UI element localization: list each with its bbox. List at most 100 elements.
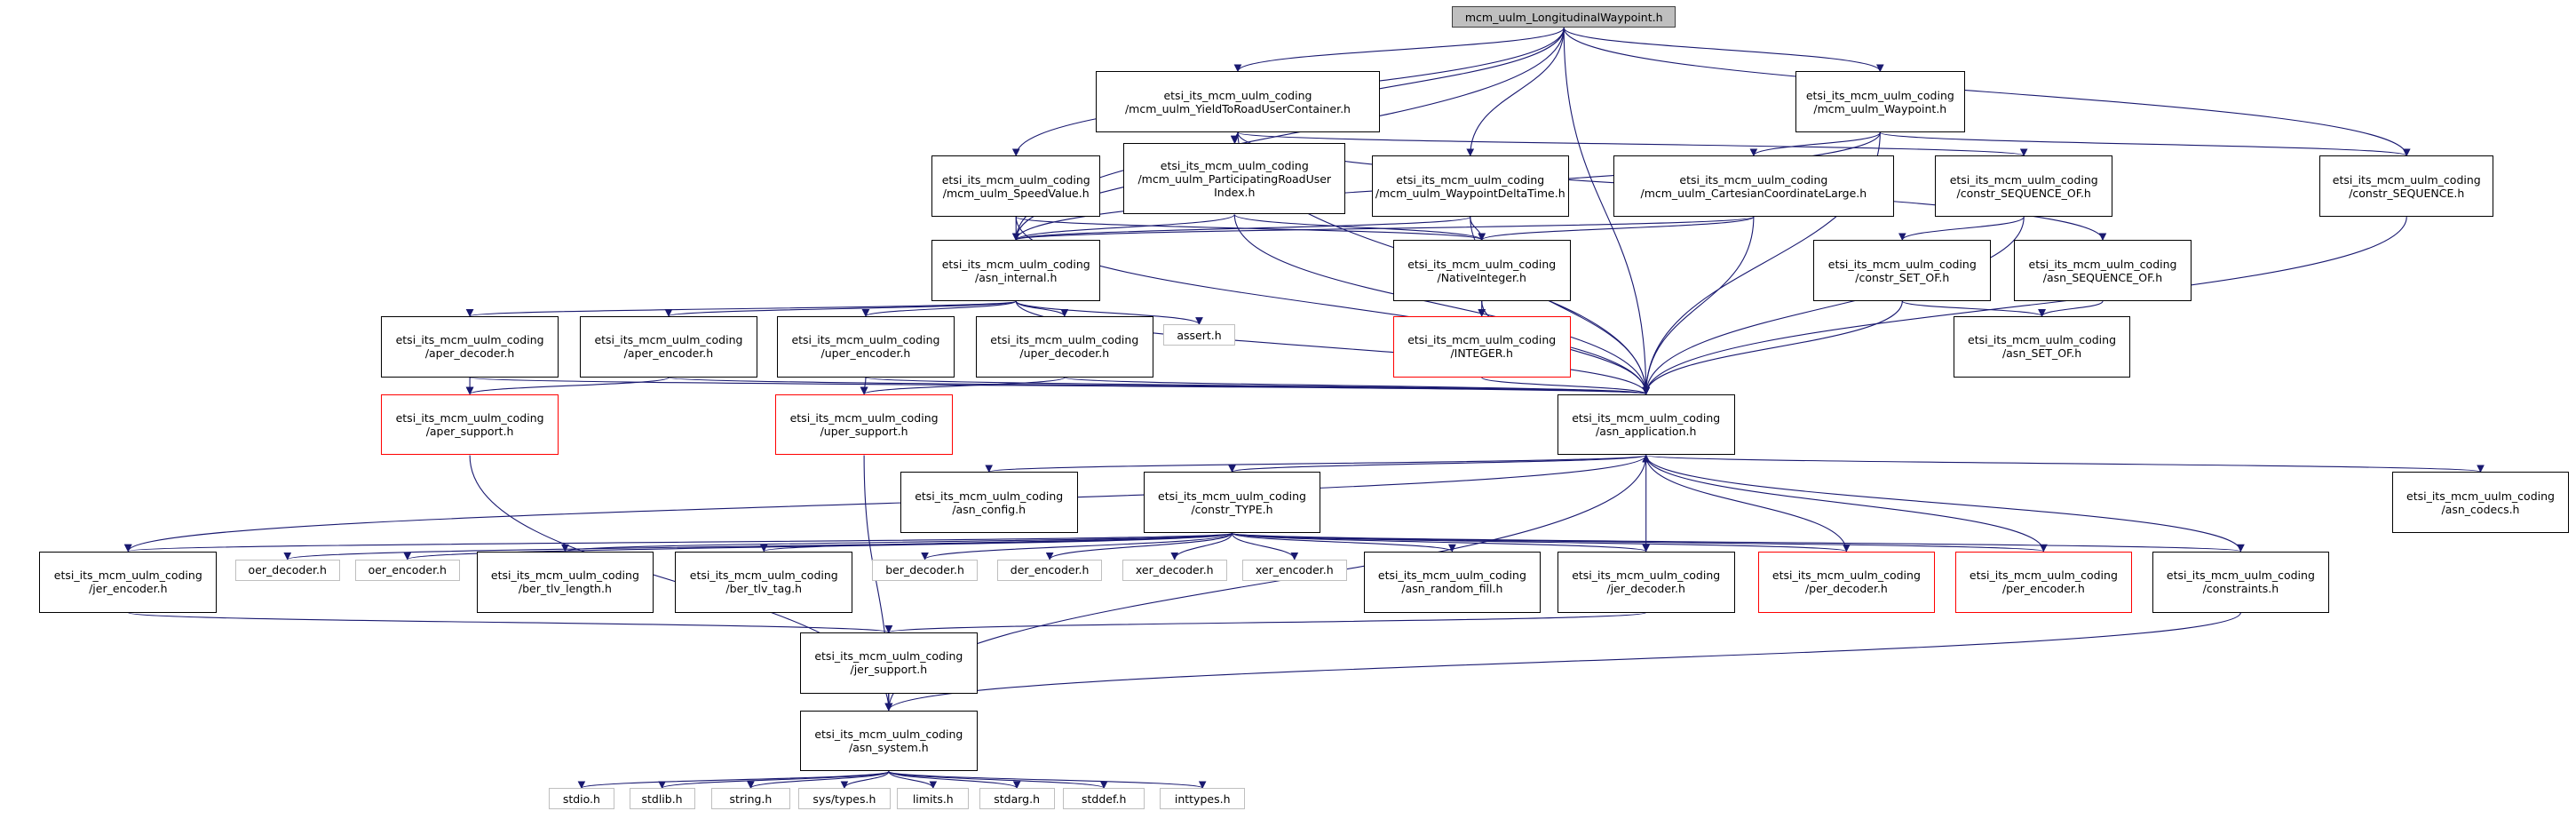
node-label-line: assert.h — [1177, 328, 1222, 342]
node-root[interactable]: mcm_uulm_LongitudinalWaypoint.h — [1452, 6, 1676, 28]
node-label-line: etsi_its_mcm_uulm_coding — [814, 727, 963, 741]
edge-jerdec-to-jersup — [885, 612, 1647, 633]
node-apsup[interactable]: etsi_its_mcm_uulm_coding/aper_support.h — [381, 394, 559, 456]
node-label-line: /constraints.h — [2202, 582, 2279, 596]
node-label-line: /constr_SEQUENCE_OF.h — [1956, 186, 2091, 200]
node-seq[interactable]: etsi_its_mcm_uulm_coding/constr_SEQUENCE… — [2319, 155, 2494, 218]
node-label-line: mcm_uulm_LongitudinalWaypoint.h — [1464, 10, 1663, 24]
node-asnsetof[interactable]: etsi_its_mcm_uulm_coding/asn_SET_OF.h — [1953, 315, 2131, 378]
node-inttypes: inttypes.h — [1160, 788, 1246, 810]
node-nativeint[interactable]: etsi_its_mcm_uulm_coding/NativeInteger.h — [1392, 240, 1571, 302]
node-xerdec: xer_decoder.h — [1122, 559, 1227, 581]
edge-root-to-yield — [1233, 27, 1565, 73]
node-oerenc: oer_encoder.h — [354, 559, 460, 581]
edge-partidx-to-app — [1233, 214, 1651, 395]
node-codecs[interactable]: etsi_its_mcm_uulm_coding/asn_codecs.h — [2391, 472, 2570, 534]
node-cartesian[interactable]: etsi_its_mcm_uulm_coding/mcm_uulm_Cartes… — [1613, 155, 1895, 218]
node-tlvlen[interactable]: etsi_its_mcm_uulm_coding/ber_tlv_length.… — [476, 551, 654, 613]
node-label-line: etsi_its_mcm_uulm_coding — [915, 489, 1064, 503]
node-label-line: /aper_support.h — [425, 425, 514, 439]
node-label-line: etsi_its_mcm_uulm_coding — [941, 257, 1090, 271]
node-label-line: /mcm_uulm_Waypoint.h — [1813, 101, 1947, 115]
node-label-line: stddef.h — [1082, 791, 1127, 806]
node-label-line: /asn_application.h — [1595, 425, 1697, 439]
node-label-line: etsi_its_mcm_uulm_coding — [791, 333, 940, 347]
edge-integer-to-app — [1481, 377, 1650, 395]
node-label-line: der_encoder.h — [1010, 563, 1090, 577]
node-xerenc: xer_encoder.h — [1241, 559, 1347, 581]
edge-wpdelta-to-internal — [1012, 216, 1471, 242]
edge-cartesian-to-internal — [1012, 216, 1755, 242]
node-limits: limits.h — [897, 788, 970, 810]
node-label-line: etsi_its_mcm_uulm_coding — [1407, 257, 1557, 271]
node-speed[interactable]: etsi_its_mcm_uulm_coding/mcm_uulm_SpeedV… — [931, 155, 1101, 218]
node-label-line: limits.h — [912, 791, 954, 806]
node-apdec[interactable]: etsi_its_mcm_uulm_coding/aper_decoder.h — [381, 315, 559, 378]
edge-system-to-limits — [888, 771, 938, 790]
node-upenc[interactable]: etsi_its_mcm_uulm_coding/uper_encoder.h — [777, 315, 955, 378]
node-stdio: stdio.h — [548, 788, 614, 810]
edge-yield-to-seqof — [1237, 131, 2028, 157]
node-label-line: /NativeInteger.h — [1437, 270, 1526, 284]
node-asnseqof[interactable]: etsi_its_mcm_uulm_coding/asn_SEQUENCE_OF… — [2014, 240, 2192, 302]
node-label-line: stdio.h — [562, 791, 600, 806]
node-config[interactable]: etsi_its_mcm_uulm_coding/asn_config.h — [900, 472, 1078, 534]
node-label-line: /mcm_uulm_WaypointDeltaTime.h — [1375, 186, 1565, 200]
node-setof[interactable]: etsi_its_mcm_uulm_coding/constr_SET_OF.h — [1813, 240, 1992, 302]
node-jerenc[interactable]: etsi_its_mcm_uulm_coding/jer_encoder.h — [39, 551, 218, 613]
edge-internal-to-upenc — [861, 300, 1017, 317]
node-tlvtag[interactable]: etsi_its_mcm_uulm_coding/ber_tlv_tag.h — [675, 551, 853, 613]
edge-ctype-to-tlvlen — [561, 532, 1233, 553]
node-integer[interactable]: etsi_its_mcm_uulm_coding/INTEGER.h — [1392, 315, 1571, 378]
node-systypes: sys/types.h — [798, 788, 891, 810]
node-label-line: /constr_SEQUENCE.h — [2349, 186, 2465, 200]
node-apenc[interactable]: etsi_its_mcm_uulm_coding/aper_encoder.h — [580, 315, 757, 378]
node-internal[interactable]: etsi_its_mcm_uulm_coding/asn_internal.h — [931, 240, 1101, 302]
node-upsup[interactable]: etsi_its_mcm_uulm_coding/uper_support.h — [775, 394, 953, 456]
node-label-line: etsi_its_mcm_uulm_coding — [689, 569, 838, 583]
node-label-line: /mcm_uulm_CartesianCoordinateLarge.h — [1640, 186, 1867, 200]
node-label-line: etsi_its_mcm_uulm_coding — [814, 649, 963, 664]
edge-perenc-to-app — [1642, 454, 2044, 552]
edge-ctype-to-derenc — [1045, 532, 1233, 561]
node-rfill[interactable]: etsi_its_mcm_uulm_coding/asn_random_fill… — [1363, 551, 1542, 613]
node-partidx[interactable]: etsi_its_mcm_uulm_coding/mcm_uulm_Partic… — [1123, 142, 1346, 215]
edge-updec-to-app — [1064, 377, 1650, 395]
node-label-line: etsi_its_mcm_uulm_coding — [1396, 172, 1545, 187]
node-seqof[interactable]: etsi_its_mcm_uulm_coding/constr_SEQUENCE… — [1935, 155, 2113, 218]
edge-ctype-to-constraints — [1231, 532, 2244, 553]
edge-apenc-to-apsup — [465, 377, 670, 395]
node-assert: assert.h — [1162, 324, 1236, 346]
node-updec[interactable]: etsi_its_mcm_uulm_coding/uper_decoder.h — [975, 315, 1153, 378]
node-yield[interactable]: etsi_its_mcm_uulm_coding/mcm_uulm_YieldT… — [1095, 71, 1380, 133]
node-constraints[interactable]: etsi_its_mcm_uulm_coding/constraints.h — [2152, 551, 2330, 613]
edge-app-to-ctype — [1228, 454, 1647, 473]
node-label-line: string.h — [729, 791, 773, 806]
node-label-line: etsi_its_mcm_uulm_coding — [1377, 569, 1526, 583]
node-ctype[interactable]: etsi_its_mcm_uulm_coding/constr_TYPE.h — [1143, 472, 1321, 534]
node-perenc[interactable]: etsi_its_mcm_uulm_coding/per_encoder.h — [1954, 551, 2133, 613]
edge-apenc-to-app — [668, 377, 1650, 395]
edge-system-to-stdarg — [888, 770, 1021, 790]
node-label-line: etsi_its_mcm_uulm_coding — [1163, 88, 1312, 102]
node-label-line: etsi_its_mcm_uulm_coding — [1949, 172, 2098, 187]
edge-root-to-wpdelta — [1466, 28, 1565, 157]
edge-ctype-to-berdec — [921, 532, 1233, 561]
node-wpdelta[interactable]: etsi_its_mcm_uulm_coding/mcm_uulm_Waypoi… — [1371, 155, 1569, 218]
node-waypoint[interactable]: etsi_its_mcm_uulm_coding/mcm_uulm_Waypoi… — [1795, 71, 1965, 133]
node-label-line: ber_decoder.h — [885, 563, 964, 577]
node-label-line: /asn_SEQUENCE_OF.h — [2042, 270, 2163, 284]
node-perdec[interactable]: etsi_its_mcm_uulm_coding/per_decoder.h — [1757, 551, 1936, 613]
node-label-line: stdlib.h — [641, 791, 683, 806]
node-jerdec[interactable]: etsi_its_mcm_uulm_coding/jer_decoder.h — [1557, 551, 1735, 613]
node-jersup[interactable]: etsi_its_mcm_uulm_coding/jer_support.h — [799, 632, 978, 694]
node-label-line: /asn_system.h — [849, 740, 929, 754]
node-label-line: /ber_tlv_length.h — [518, 582, 612, 596]
edge-system-to-string — [747, 770, 890, 790]
node-app[interactable]: etsi_its_mcm_uulm_coding/asn_application… — [1557, 394, 1735, 456]
node-system[interactable]: etsi_its_mcm_uulm_coding/asn_system.h — [799, 710, 978, 772]
node-berdec: ber_decoder.h — [872, 559, 978, 581]
node-label-line: etsi_its_mcm_uulm_coding — [1158, 489, 1306, 503]
node-label-line: Index.h — [1214, 185, 1256, 199]
